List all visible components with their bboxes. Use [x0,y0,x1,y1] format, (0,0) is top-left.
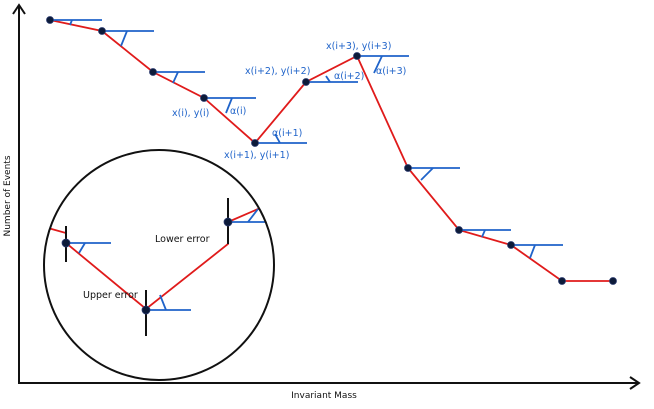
data-point [46,16,54,24]
label-point-i2: x(i+2), y(i+2) [245,66,310,77]
angle-markers [50,19,563,259]
inset-angle-markers [66,208,265,311]
angle-marker [357,55,409,74]
angle-marker [459,229,511,238]
angle-marker [204,97,256,114]
data-point [302,78,310,86]
label-alpha-i: α(i) [230,106,246,117]
data-point [609,277,617,285]
y-axis-label: Number of Events [3,155,13,236]
error-bars [65,198,229,336]
label-alpha-i1: α(i+1) [272,128,302,139]
angle-marker [153,71,205,84]
label-alpha-i3: α(i+3) [376,66,406,77]
inset-circle [43,149,275,381]
angle-marker [306,75,358,83]
label-point-i1: x(i+1), y(i+1) [224,150,289,161]
inset-point [223,217,233,227]
angle-marker [511,244,563,259]
inset-magnifier: Lower error Upper error [43,149,275,381]
angle-marker [408,167,460,181]
label-alpha-i2: α(i+2) [334,71,364,82]
data-point [353,52,361,60]
data-point [149,68,157,76]
data-points [46,16,617,285]
data-point [455,226,463,234]
x-axis-label: Invariant Mass [291,391,357,401]
data-point [98,27,106,35]
angle-marker [255,133,307,144]
inset-point [61,238,71,248]
data-point [251,139,259,147]
axes: Invariant Mass Number of Events [3,3,641,401]
data-point [507,241,515,249]
y-axis-arrow [12,3,26,15]
x-axis-arrow [629,376,641,390]
data-point [558,277,566,285]
label-lower-error: Lower error [155,234,210,245]
label-point-i: x(i), y(i) [172,108,209,119]
data-curve [49,19,613,282]
angle-marker [50,19,102,26]
angle-marker [102,30,154,47]
data-point [200,94,208,102]
inset-point [141,305,151,315]
label-point-i3: x(i+3), y(i+3) [326,41,391,52]
data-point [404,164,412,172]
label-upper-error: Upper error [83,290,138,301]
